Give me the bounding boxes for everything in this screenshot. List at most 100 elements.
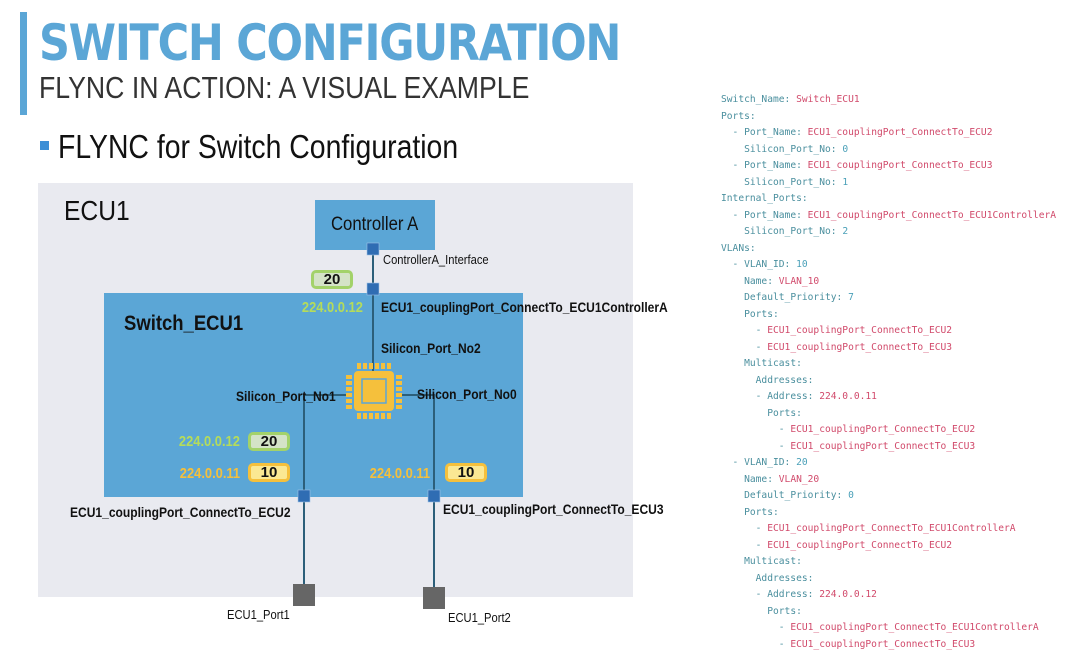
- yaml-value: 7: [848, 292, 854, 303]
- yaml-key: Switch_Name:: [721, 94, 797, 105]
- internal-port-square: [366, 282, 380, 296]
- ecu3-multicast-ip: 224.0.0.11: [369, 465, 430, 482]
- yaml-key: Default_Priority:: [744, 490, 849, 501]
- yaml-value: 224.0.0.11: [819, 391, 877, 402]
- yaml-key: Port_Name:: [744, 160, 808, 171]
- yaml-line: Addresses:: [721, 571, 1056, 588]
- yaml-value: ECU1_couplingPort_ConnectTo_ECU3: [807, 160, 993, 171]
- yaml-value: ECU1_couplingPort_ConnectTo_ECU1Controll…: [807, 209, 1057, 221]
- yaml-key: Addresses:: [755, 374, 814, 386]
- yaml-line: Internal_Ports:: [721, 191, 1056, 208]
- yaml-value: 1: [842, 176, 849, 188]
- yaml-value: ECU1_couplingPort_ConnectTo_ECU2: [807, 127, 993, 138]
- yaml-value: 0: [848, 490, 854, 501]
- silicon-port-2-label: Silicon_Port_No2: [381, 340, 481, 356]
- yaml-value: VLAN_10: [778, 275, 820, 287]
- ext-port2-label: ECU1_Port2: [448, 610, 511, 625]
- yaml-line: Ports:: [721, 109, 1056, 126]
- ext-port1-label: ECU1_Port1: [227, 607, 290, 622]
- yaml-line: - Port_Name: ECU1_couplingPort_ConnectTo…: [721, 209, 1057, 221]
- silicon-port-0-label: Silicon_Port_No0: [417, 386, 517, 402]
- yaml-key: Multicast:: [744, 358, 802, 369]
- port-ecu3-label: ECU1_couplingPort_ConnectTo_ECU3: [443, 501, 664, 517]
- controller-interface-label: ControllerA_Interface: [383, 252, 489, 267]
- ext-port1-square: [293, 584, 315, 606]
- yaml-value: 2: [842, 226, 849, 237]
- yaml-line: Ports:: [721, 505, 1056, 522]
- yaml-line: VLANs:: [721, 241, 1056, 258]
- yaml-line: Multicast:: [721, 554, 1056, 571]
- yaml-line: Default_Priority: 7: [721, 290, 1056, 307]
- yaml-value: 10: [796, 259, 808, 270]
- ecu2-vlan-tag-1: 20: [248, 432, 290, 451]
- yaml-key: Silicon_Port_No:: [744, 226, 843, 237]
- yaml-key: VLANs:: [721, 242, 756, 254]
- controller-a-box: Controller A: [315, 200, 435, 250]
- ecu3-port-square: [427, 489, 441, 503]
- yaml-key: Address:: [767, 391, 820, 402]
- yaml-line: - ECU1_couplingPort_ConnectTo_ECU3: [721, 440, 976, 452]
- page-subtitle: FLYNC IN ACTION: A VISUAL EXAMPLE: [39, 70, 530, 105]
- yaml-line: - VLAN_ID: 10: [721, 259, 808, 270]
- ecu2-multicast-ip-2: 224.0.0.11: [179, 465, 240, 482]
- yaml-line: - ECU1_couplingPort_ConnectTo_ECU2: [721, 424, 976, 435]
- yaml-value: ECU1_couplingPort_ConnectTo_ECU3: [790, 440, 976, 452]
- yaml-value: ECU1_couplingPort_ConnectTo_ECU3: [767, 341, 953, 353]
- yaml-key: Addresses:: [755, 572, 814, 584]
- yaml-line: Addresses:: [721, 373, 1056, 390]
- yaml-key: Internal_Ports:: [721, 193, 808, 204]
- yaml-key: Name:: [744, 275, 779, 287]
- yaml-key: Port_Name:: [744, 127, 808, 138]
- yaml-value: Switch_ECU1: [796, 94, 860, 105]
- yaml-key: Ports:: [744, 308, 779, 320]
- yaml-line: Name: VLAN_20: [721, 472, 1056, 489]
- yaml-line: - Port_Name: ECU1_couplingPort_ConnectTo…: [721, 160, 993, 171]
- yaml-value: 20: [796, 457, 808, 468]
- yaml-key: Ports:: [767, 605, 802, 617]
- yaml-key: Address:: [767, 589, 820, 600]
- ecu2-multicast-ip-1: 224.0.0.12: [179, 433, 240, 450]
- yaml-value: ECU1_couplingPort_ConnectTo_ECU2: [790, 424, 976, 435]
- internal-multicast-ip: 224.0.0.12: [302, 299, 363, 316]
- yaml-key: Silicon_Port_No:: [744, 176, 843, 188]
- yaml-line: - Address: 224.0.0.12: [721, 589, 877, 600]
- bullet-icon: [40, 141, 49, 150]
- yaml-line: - ECU1_couplingPort_ConnectTo_ECU1Contro…: [721, 523, 1016, 534]
- switch-label: Switch_ECU1: [124, 312, 244, 335]
- internal-vlan-tag: 20: [311, 270, 353, 289]
- yaml-line: - ECU1_couplingPort_ConnectTo_ECU2: [721, 539, 953, 551]
- yaml-line: Silicon_Port_No: 2: [721, 224, 1056, 241]
- yaml-line: - Port_Name: ECU1_couplingPort_ConnectTo…: [721, 127, 993, 138]
- yaml-key: Ports:: [721, 110, 756, 122]
- controller-a-label: Controller A: [331, 214, 419, 235]
- ecu2-port-square: [297, 489, 311, 503]
- yaml-value: 224.0.0.12: [819, 589, 877, 600]
- yaml-line: - ECU1_couplingPort_ConnectTo_ECU3: [721, 341, 953, 353]
- yaml-value: ECU1_couplingPort_ConnectTo_ECU2: [767, 539, 953, 551]
- yaml-line: Ports:: [721, 406, 1056, 423]
- ext-port2-square: [423, 587, 445, 609]
- yaml-key: Ports:: [744, 506, 779, 518]
- yaml-line: - ECU1_couplingPort_ConnectTo_ECU2: [721, 325, 953, 336]
- yaml-line: Ports:: [721, 307, 1056, 324]
- microchip-icon: [346, 363, 402, 419]
- yaml-key: Default_Priority:: [744, 292, 849, 303]
- yaml-line: Silicon_Port_No: 1: [721, 175, 1056, 192]
- link-chip-ecu2: [303, 394, 347, 590]
- yaml-line: - VLAN_ID: 20: [721, 457, 808, 468]
- yaml-line: Switch_Name: Switch_ECU1: [721, 92, 1056, 109]
- controller-interface-port: [366, 242, 380, 256]
- yaml-line: Multicast:: [721, 356, 1056, 373]
- yaml-value: ECU1_couplingPort_ConnectTo_ECU2: [767, 325, 953, 336]
- yaml-key: Port_Name:: [744, 209, 808, 221]
- ecu3-vlan-tag: 10: [445, 463, 487, 482]
- yaml-value: ECU1_couplingPort_ConnectTo_ECU1Controll…: [790, 622, 1039, 633]
- yaml-line: - ECU1_couplingPort_ConnectTo_ECU3: [721, 638, 976, 650]
- yaml-line: - ECU1_couplingPort_ConnectTo_ECU1Contro…: [721, 622, 1039, 633]
- yaml-key: Silicon_Port_No:: [744, 143, 843, 155]
- title-accent-bar: [20, 12, 27, 115]
- link-chip-ecu3: [401, 394, 435, 595]
- ecu2-vlan-tag-2: 10: [248, 463, 290, 482]
- yaml-key: VLAN_ID:: [744, 457, 797, 468]
